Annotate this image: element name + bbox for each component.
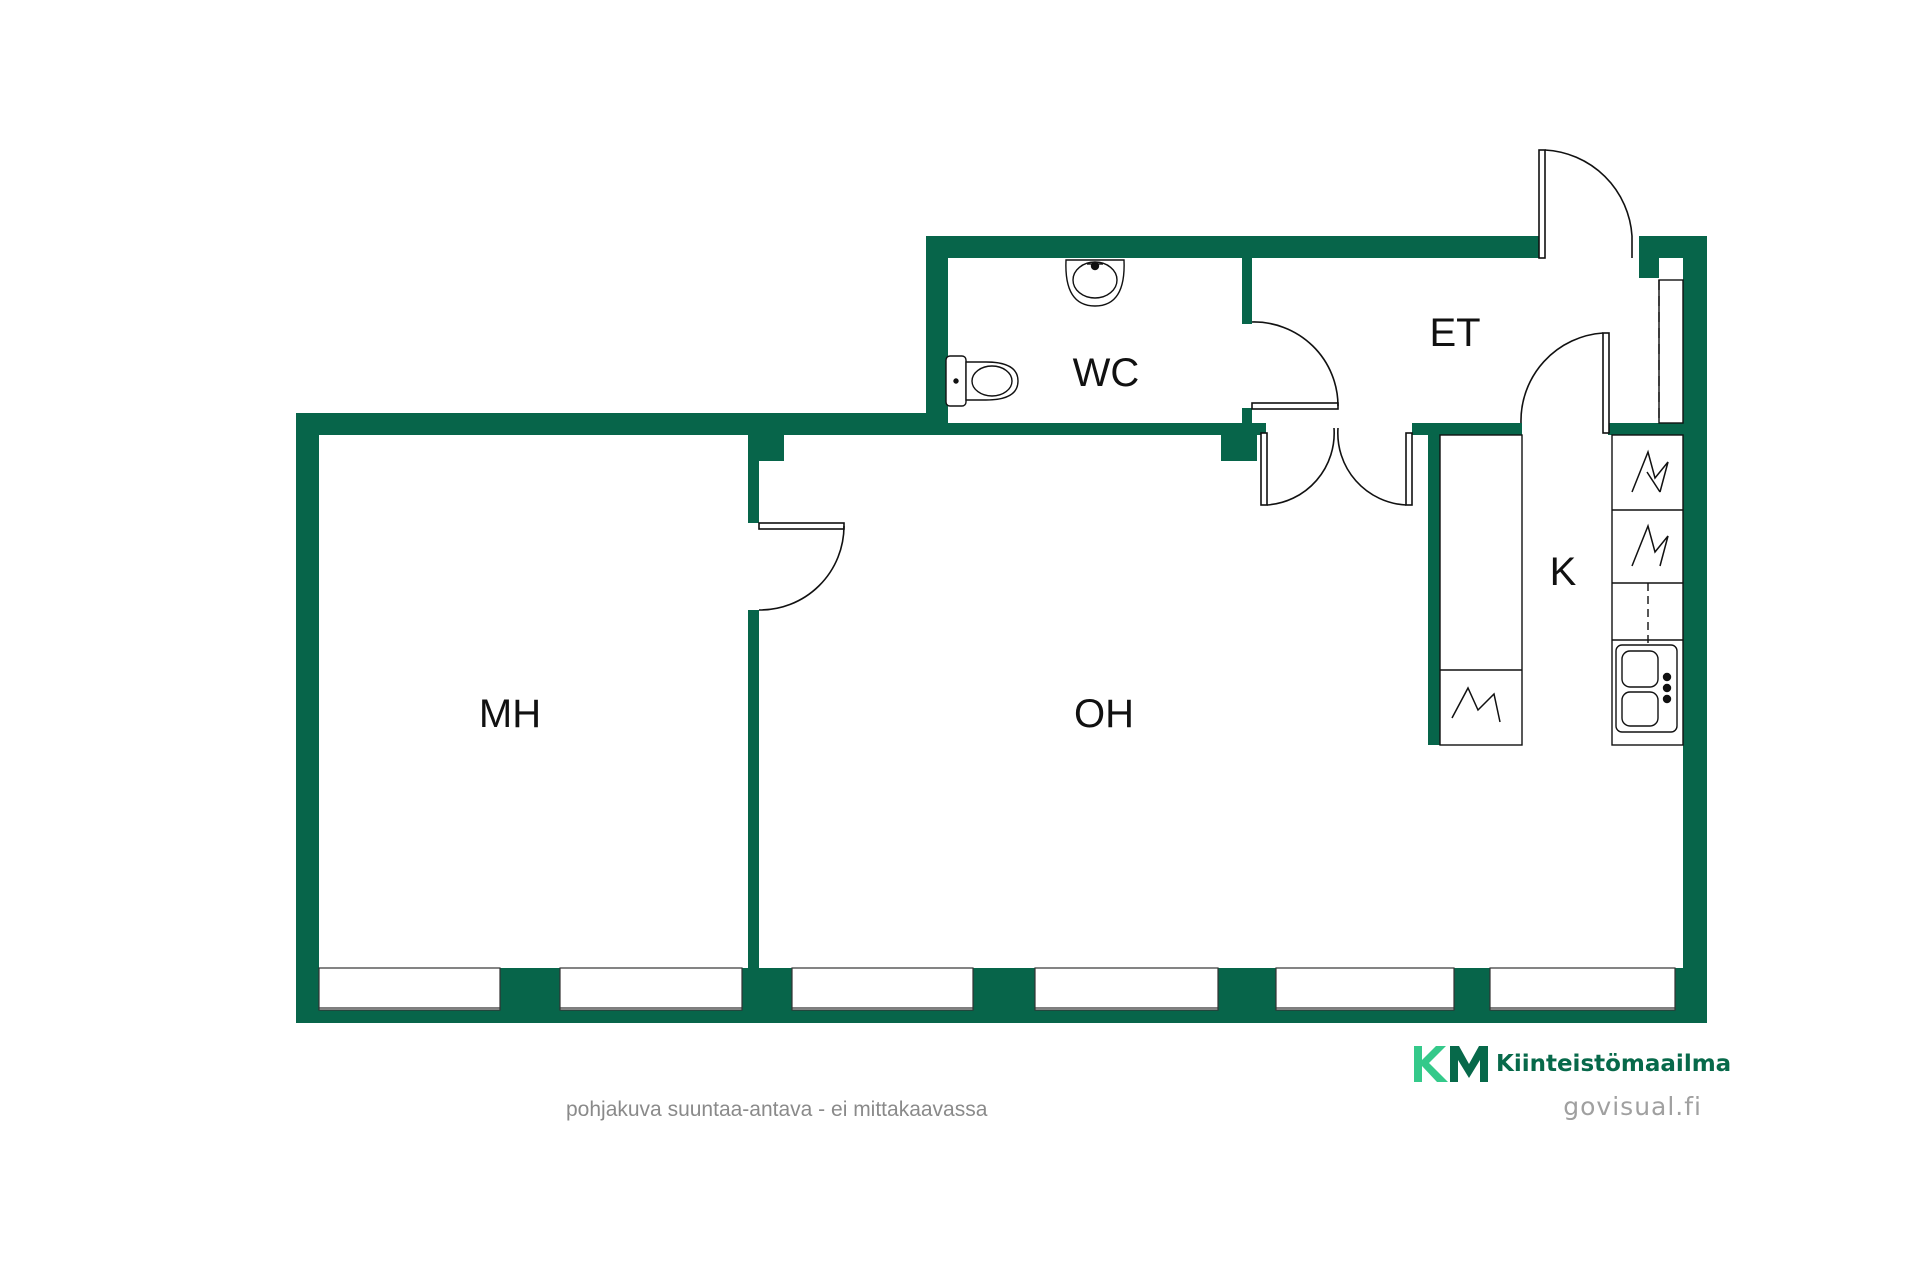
windows bbox=[318, 967, 1676, 1011]
brand-name: Kiinteistömaailma bbox=[1496, 1051, 1732, 1077]
room-label-k: K bbox=[1550, 550, 1577, 594]
window bbox=[1034, 967, 1219, 1011]
room-label-wc: WC bbox=[1073, 351, 1140, 395]
window bbox=[559, 967, 743, 1011]
window bbox=[791, 967, 974, 1011]
toilet-icon bbox=[945, 355, 1019, 407]
room-label-mh: MH bbox=[479, 692, 541, 736]
brand-logo: Kiinteistömaailma bbox=[1412, 1044, 1731, 1084]
stove-icon bbox=[1451, 449, 1669, 723]
window bbox=[318, 967, 501, 1011]
doors bbox=[758, 149, 1633, 611]
km-logo-icon bbox=[1414, 1046, 1488, 1082]
window bbox=[1489, 967, 1676, 1011]
washbasin-icon bbox=[1065, 259, 1125, 307]
disclaimer-note: pohjakuva suuntaa-antava - ei mittakaava… bbox=[566, 1098, 988, 1121]
room-label-et: ET bbox=[1429, 311, 1480, 355]
window bbox=[1275, 967, 1455, 1011]
sink-icon bbox=[1615, 644, 1678, 733]
credit-text: govisual.fi bbox=[1563, 1092, 1702, 1121]
walls bbox=[296, 236, 1707, 1023]
room-label-oh: OH bbox=[1074, 692, 1134, 736]
kitchen-counter bbox=[1439, 434, 1684, 746]
wardrobe bbox=[1658, 279, 1684, 424]
